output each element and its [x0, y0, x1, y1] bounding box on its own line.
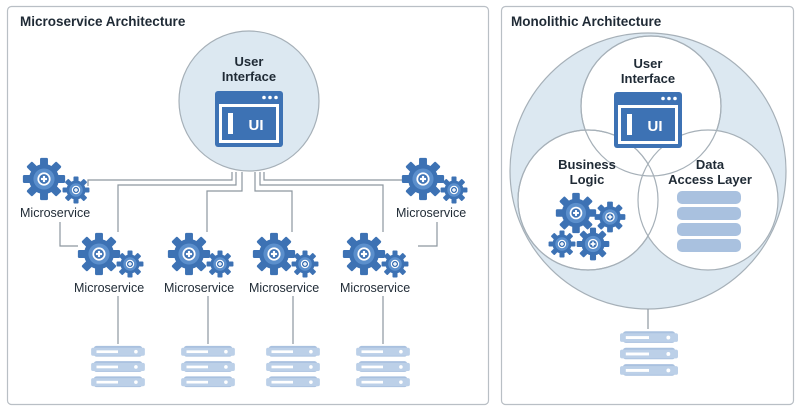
user-interface-label-line2: Interface: [222, 69, 276, 84]
connector-line: [418, 222, 438, 247]
ui-window-icon: UI: [215, 91, 283, 147]
gear-icon: [206, 250, 234, 278]
microservice-label: Microservice: [396, 206, 466, 220]
circle-outline: [517, 129, 659, 271]
gear-icon: [401, 157, 445, 201]
connector-line: [59, 222, 78, 247]
connector-line: [206, 172, 243, 232]
database-server-icon: [181, 345, 235, 388]
microservice-label: Microservice: [164, 281, 234, 295]
gear-icon: [77, 232, 121, 276]
gear-icon: [62, 176, 90, 204]
connector-line: [254, 172, 293, 232]
connector-line: [117, 172, 237, 232]
microservice-node: Microservice: [249, 232, 319, 295]
microservice-label: Microservice: [20, 206, 90, 220]
ui-window-icon: UI: [614, 92, 682, 148]
business-logic-label-line2: Logic: [570, 172, 605, 187]
user-interface-label-line1: User: [235, 54, 264, 69]
business-logic-label-line1: Business: [558, 157, 616, 172]
user-interface-node: User Interface UI: [178, 30, 320, 172]
microservice-node: Microservice: [396, 157, 468, 220]
database-server-icon: [266, 345, 320, 388]
connector-line: [259, 172, 384, 232]
ui-window-text: UI: [249, 117, 264, 134]
gear-icon: [342, 232, 386, 276]
user-interface-label-line1: User: [634, 56, 663, 71]
microservice-node: Microservice: [164, 232, 234, 295]
database-server-icon: [356, 345, 410, 388]
database-icon: [677, 191, 741, 252]
gear-icon: [291, 250, 319, 278]
gear-icon: [440, 176, 468, 204]
gear-icon: [594, 201, 626, 233]
microservice-node: Microservice: [20, 157, 90, 220]
gear-icon: [381, 250, 409, 278]
data-access-label-line1: Data: [696, 157, 725, 172]
gear-icon: [22, 157, 66, 201]
connector-line: [87, 172, 233, 186]
user-interface-label-line2: Interface: [621, 71, 675, 86]
microservice-node: Microservice: [340, 232, 410, 295]
microservice-panel-title: Microservice Architecture: [20, 14, 186, 29]
microservice-panel: Microservice Architecture User Interface: [6, 5, 490, 406]
data-access-label-line2: Access Layer: [668, 172, 752, 187]
connector-lines: [59, 172, 438, 344]
gear-icon: [116, 250, 144, 278]
microservice-panel-frame: [6, 5, 490, 406]
monolithic-panel: Monolithic Architecture User Interface U…: [500, 5, 795, 406]
gear-icon: [252, 232, 296, 276]
microservice-label: Microservice: [249, 281, 319, 295]
microservice-label: Microservice: [74, 281, 144, 295]
gear-icon: [167, 232, 211, 276]
gear-icon: [548, 230, 576, 258]
circle-outline: [580, 35, 722, 177]
gear-icon: [555, 192, 597, 234]
microservice-node: Microservice: [74, 232, 144, 295]
database-server-icon: [91, 345, 145, 388]
microservice-label: Microservice: [340, 281, 410, 295]
gear-icon: [576, 227, 610, 261]
database-server-icon: [620, 331, 678, 376]
ui-window-text: UI: [648, 118, 663, 135]
monolithic-panel-title: Monolithic Architecture: [511, 14, 662, 29]
